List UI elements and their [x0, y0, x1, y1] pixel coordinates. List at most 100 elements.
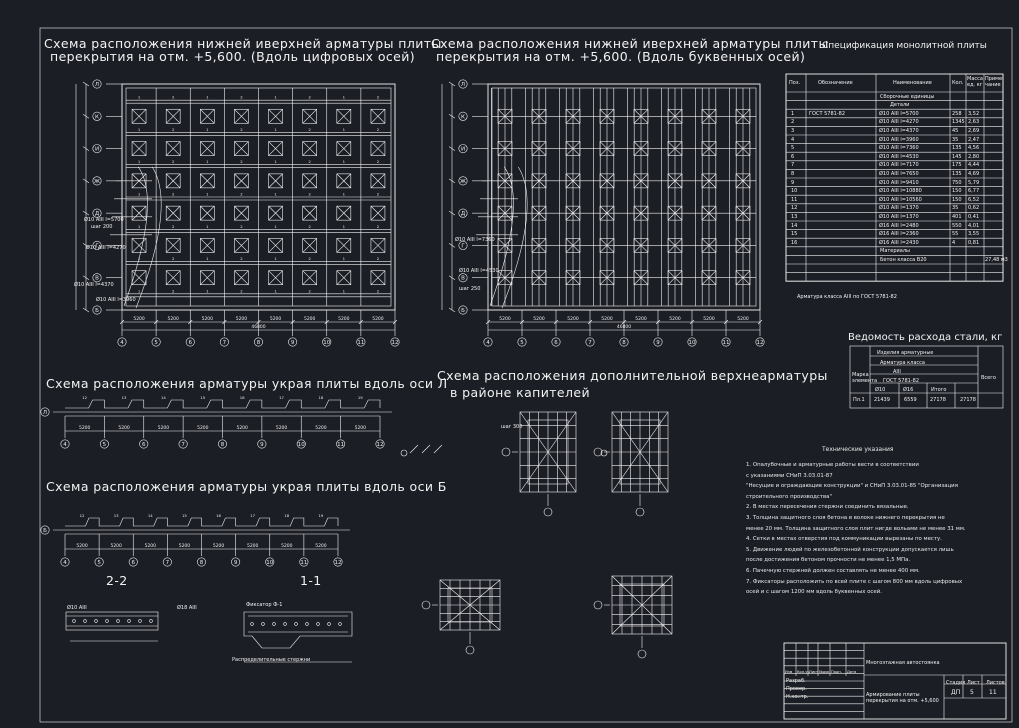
capital-box [336, 205, 352, 221]
section-1-1-label: 1-1 [300, 573, 322, 588]
edge-col-text: 4 [63, 442, 67, 448]
capital-box [131, 205, 147, 221]
dim-tick [82, 114, 90, 119]
axis-col-10-text: 10 [323, 340, 330, 346]
stamp-role-1: Разраб. [786, 678, 806, 684]
axis-col-8-text: 8 [257, 340, 261, 346]
capital-x [268, 238, 283, 253]
axis-row-В-bubble [458, 273, 468, 283]
dim-tick [358, 319, 364, 325]
capital-b-axis-bubble [635, 507, 645, 517]
edge-bar-mark: 16 [216, 513, 221, 518]
section-1-1-rebar-dot [272, 622, 276, 626]
spec-row-mass: 2,80 [968, 153, 980, 160]
note-line: с указаниями СНиП 3.03.01-87 [746, 472, 833, 479]
plan-right-title-2: перекрытия на отм. +5,600. (Вдоль буквен… [436, 49, 806, 64]
bar-mark: 1 [138, 224, 141, 229]
dim-span-text: 5200 [338, 316, 350, 322]
axis-row-Б-text: Б [95, 308, 99, 314]
spec-row-name: Ø10 AIII l=1370 [879, 205, 919, 212]
edge-col-text: 5 [103, 442, 107, 448]
bar-mark: 2 [172, 288, 175, 293]
spec-row-qty: 258 [952, 110, 962, 117]
spec-row-pos: 7 [791, 162, 795, 169]
axis-row-Ж-bubble [92, 176, 102, 186]
capital-x [234, 109, 249, 124]
section-1-1-rebar-dot [250, 622, 254, 626]
bar-mark: 1 [343, 127, 346, 132]
ramp-curve-2 [135, 166, 162, 309]
edge-dim-text: 5200 [158, 425, 170, 431]
steel-cls: AIII [893, 369, 901, 375]
dim-tick [448, 146, 456, 151]
edge-col-text: 8 [200, 560, 204, 566]
callout-fix: Фиксатор Ф-1 [246, 602, 283, 608]
edge-axis-letter: Б [43, 528, 47, 534]
dim-tick [448, 307, 456, 313]
capital-box [131, 108, 147, 124]
axis-col-5-text: 5 [520, 340, 524, 346]
capital-a-axis-bubble [543, 507, 553, 517]
bar-mark: 1 [206, 224, 209, 229]
axis-row-Ж-bubble [458, 176, 468, 186]
spec-row-pos: 5 [791, 145, 795, 152]
axis-col-11-text: 11 [723, 340, 730, 346]
section-2-2-rebar-dot [138, 619, 142, 623]
axis-row-Л-text: Л [95, 82, 99, 88]
edge-bar-mark: 15 [182, 513, 187, 518]
spec-row-qty: 150 [952, 188, 962, 195]
capital-x [200, 238, 215, 253]
capital-box [234, 173, 249, 189]
spec-row-qty: 150 [952, 196, 962, 203]
axis-col-6-text: 6 [189, 340, 193, 346]
spec-row-mass: 4,69 [968, 170, 980, 177]
edge-col-text: 11 [300, 560, 307, 566]
axis-col-9-bubble [288, 337, 298, 347]
edge-col-text: 10 [266, 560, 273, 566]
edge-col-bubble [296, 439, 306, 449]
spec-row-name: Ø16 AIII l=2480 [879, 222, 919, 229]
capital-x [165, 141, 181, 156]
ramp-curve-2 [501, 166, 528, 309]
capital-box [234, 270, 249, 286]
edge-col-text: 7 [166, 560, 170, 566]
edge-col-text: 7 [181, 442, 185, 448]
edge-bar-mark: 19 [358, 395, 363, 400]
dim-span-text: 5200 [304, 316, 316, 322]
spec-row-name: Ø10 AIII l=7650 [879, 170, 919, 177]
bar-mark: 1 [138, 192, 141, 197]
note-line: после достижения бетоном прочности не ме… [746, 557, 911, 564]
edge-dim-text: 5200 [315, 543, 327, 549]
spec-row-pos: 10 [791, 188, 798, 195]
stamp-title-2: перекрытия на отм. +5,600 [866, 698, 939, 704]
spec-h-mass: Масса [967, 76, 983, 82]
section-2-2-rebar-dot [105, 619, 109, 623]
spec-note: Арматура класса AIII по ГОСТ 5781-82 [797, 294, 897, 300]
edge-l-title: Схема расположения арматуры украя плиты … [46, 376, 448, 391]
capital-x [302, 205, 317, 221]
axis-col-11-bubble [721, 337, 731, 347]
stamp-list-h: Лист [967, 680, 980, 686]
capital-box [165, 270, 181, 286]
spec-row-name: Ø10 AIII l=4370 [879, 127, 919, 134]
section-1-1-rebar-dot [305, 622, 309, 626]
capital-box [302, 173, 317, 189]
edge-col-bubble [375, 439, 385, 449]
axis-col-5-text: 5 [154, 340, 158, 346]
spec-row-qty: 175 [952, 162, 962, 169]
edge-col-bubble [231, 557, 241, 567]
section-2-2-rebar-dot [116, 619, 120, 623]
axis-col-10-text: 10 [689, 340, 696, 346]
spec-row-pos: 3 [791, 127, 795, 134]
capital-box [336, 141, 352, 156]
detail-bubble [600, 449, 608, 457]
axis-row-Ж-text: Ж [94, 179, 100, 185]
dim-tick [519, 319, 525, 325]
capital-box [131, 238, 147, 253]
capital-box [131, 270, 147, 286]
axis-col-8-text: 8 [622, 340, 626, 346]
bar-mark: 2 [308, 127, 311, 132]
spec-row-mass: 3,52 [968, 110, 980, 117]
